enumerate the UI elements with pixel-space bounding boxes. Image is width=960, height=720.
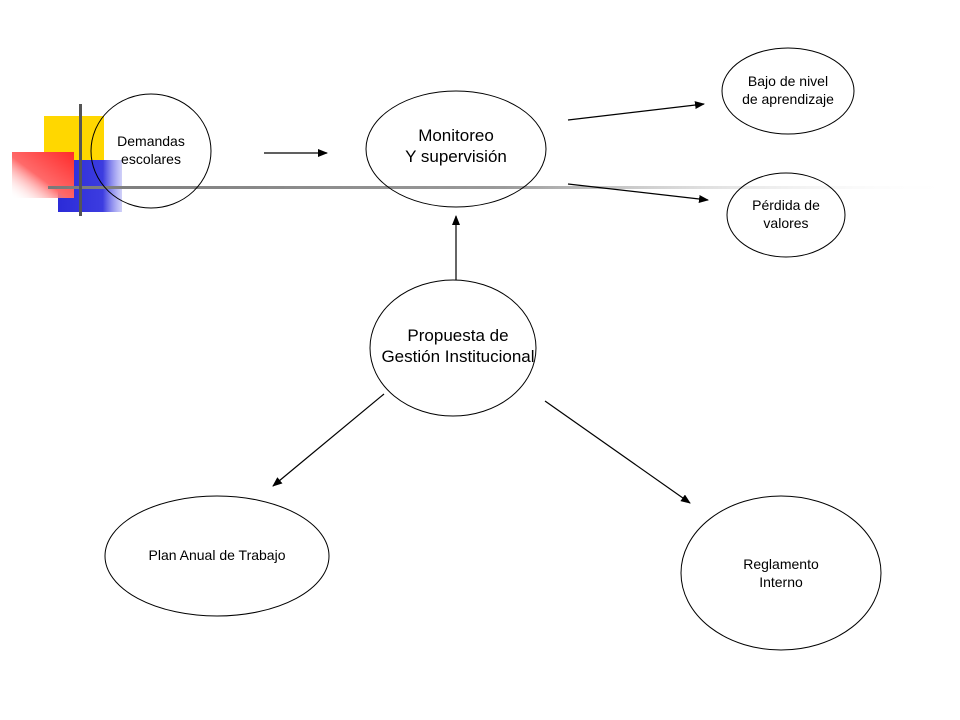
node-propuesta-label: Propuesta de Gestión Institucional — [353, 325, 563, 368]
node-demandas-label: Demandas escolares — [91, 133, 211, 168]
edge-propuesta-to-plan — [272, 393, 385, 487]
node-monitoreo-ellipse — [365, 90, 547, 208]
edge-propuesta-to-reglamento — [544, 400, 691, 504]
node-demandas-line-1: Demandas — [117, 133, 185, 149]
node-perdida-label: Pérdida de valores — [726, 197, 846, 232]
node-perdida-line-1: Pérdida de — [752, 197, 820, 213]
node-monitoreo-line-2: Y supervisión — [405, 147, 507, 167]
nodes — [90, 47, 882, 651]
node-propuesta-ellipse — [369, 279, 537, 417]
node-plan-line-1: Plan Anual de Trabajo — [148, 547, 286, 563]
node-bajo-nivel-line-2: de aprendizaje — [742, 90, 834, 107]
edge-monitoreo-to-perdida — [567, 183, 709, 203]
node-reglamento-line-1: Reglamento — [743, 556, 819, 572]
node-plan-ellipse — [104, 495, 330, 617]
accent-vertical-rule — [79, 104, 82, 216]
node-monitoreo-label: Monitoreo Y supervisión — [366, 125, 546, 168]
node-propuesta-line-2: Gestión Institucional — [381, 347, 535, 367]
node-perdida-ellipse — [726, 172, 846, 258]
node-reglamento-label: Reglamento Interno — [721, 556, 841, 591]
edges — [264, 101, 709, 504]
node-propuesta-line-1: Propuesta de — [407, 326, 509, 345]
node-plan-label: Plan Anual de Trabajo — [107, 547, 327, 565]
accent-red-square — [12, 152, 74, 198]
node-demandas-ellipse — [90, 93, 212, 209]
decorative-accent — [12, 104, 960, 216]
node-monitoreo-line-1: Monitoreo — [418, 126, 494, 145]
node-bajo-nivel-label: Bajo de nivel de aprendizaje — [718, 73, 858, 108]
node-reglamento-ellipse — [680, 495, 882, 651]
node-bajo-nivel-line-1: Bajo de nivel — [747, 73, 829, 89]
node-bajo-nivel-ellipse — [721, 47, 855, 135]
accent-horizontal-rule — [48, 186, 960, 189]
node-demandas-line-2: escolares — [121, 150, 181, 167]
edge-monitoreo-to-bajo-nivel — [567, 101, 705, 121]
node-perdida-line-2: valores — [763, 214, 809, 231]
node-reglamento-line-2: Interno — [759, 573, 803, 590]
